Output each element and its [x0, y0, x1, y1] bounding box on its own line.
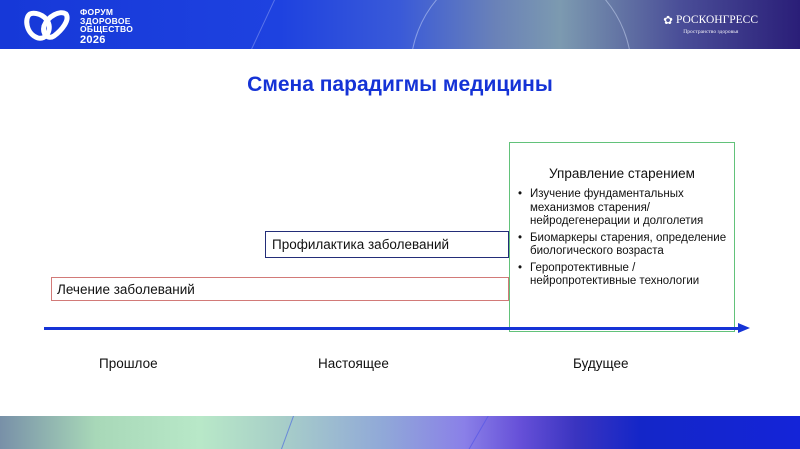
timeline-axis: [44, 327, 740, 330]
footer-banner: [0, 416, 800, 449]
decorative-line: [243, 0, 278, 49]
treatment-label: Лечение заболеваний: [57, 282, 195, 297]
roscongress-logo: ✿ РОСКОНГРЕСС Пространство здоровья: [663, 13, 758, 35]
prevention-bar: Профилактика заболеваний: [265, 231, 509, 258]
aging-list: Изучение фундаментальных механизмов стар…: [518, 188, 733, 292]
timeline-label-past: Прошлое: [99, 356, 158, 371]
forum-logo-icon: [24, 10, 70, 41]
header-banner: ФОРУМ ЗДОРОВОЕ ОБЩЕСТВО 2026 ✿ РОСКОНГРЕ…: [0, 0, 800, 49]
decorative-line: [274, 416, 297, 449]
decorative-arc: [410, 0, 632, 49]
aging-list-item: Геропротективные / нейропротективные тех…: [518, 262, 733, 289]
forum-title: ФОРУМ ЗДОРОВОЕ ОБЩЕСТВО 2026: [80, 8, 133, 46]
slide-title: Смена парадигмы медицины: [247, 73, 553, 96]
prevention-label: Профилактика заболеваний: [272, 237, 450, 252]
decorative-line: [460, 416, 491, 449]
forum-line-2: ЗДОРОВОЕ: [80, 15, 131, 26]
roscongress-flower-icon: ✿: [663, 15, 673, 27]
partner-name: РОСКОНГРЕСС: [675, 14, 758, 26]
aging-list-item: Биомаркеры старения, определение биологи…: [518, 232, 733, 259]
aging-management-box: Управление старением Изучение фундамента…: [509, 142, 735, 332]
aging-list-item: Изучение фундаментальных механизмов стар…: [518, 188, 733, 229]
treatment-bar: Лечение заболеваний: [51, 277, 509, 301]
forum-year: 2026: [80, 33, 106, 46]
forum-line-3: ОБЩЕСТВО: [80, 24, 134, 34]
timeline-label-present: Настоящее: [318, 356, 389, 371]
forum-line-1: ФОРУМ: [80, 7, 114, 17]
aging-heading: Управление старением: [549, 166, 695, 181]
arrow-right-icon: [738, 323, 750, 333]
timeline-label-future: Будущее: [573, 356, 629, 371]
partner-subtitle: Пространство здоровья: [683, 29, 739, 35]
